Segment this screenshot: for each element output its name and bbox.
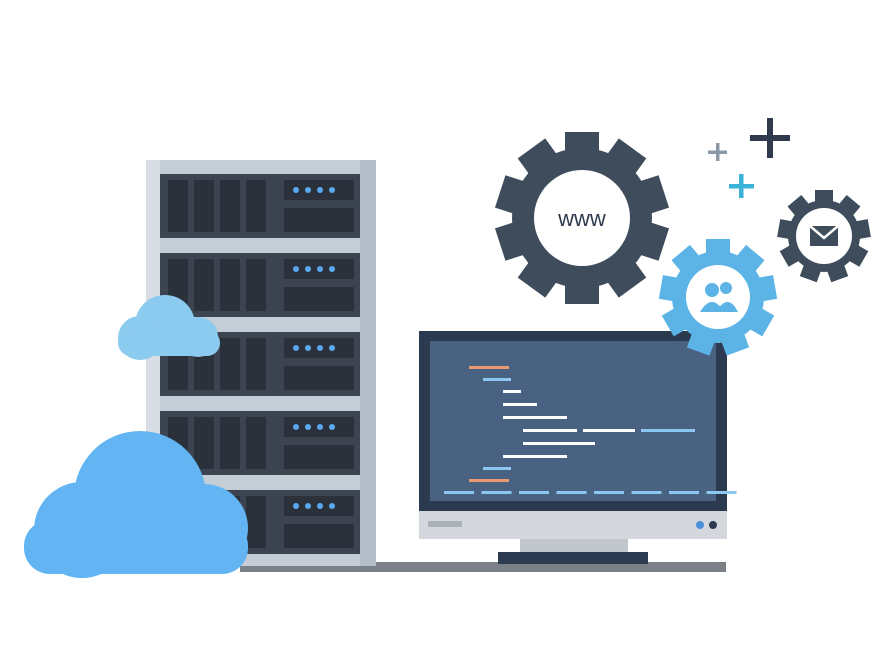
- envelope-icon: [809, 225, 839, 246]
- power-led-icon: [696, 521, 704, 529]
- www-gear-icon: www: [494, 132, 670, 304]
- users-icon: [700, 282, 738, 312]
- rack-unit: [160, 174, 360, 238]
- rack-unit: [160, 332, 360, 396]
- floor-line: [240, 562, 726, 572]
- www-label: www: [557, 206, 606, 231]
- rack-unit: [160, 253, 360, 317]
- plus-icon-small: [708, 143, 727, 161]
- code-lines: [444, 366, 737, 494]
- rack-unit: [160, 411, 360, 475]
- plus-icon-teal: [729, 174, 754, 198]
- email-gear-icon: [777, 190, 871, 283]
- monitor-icon: [419, 331, 737, 564]
- users-gear-icon: [658, 239, 778, 356]
- plus-icon-large: [750, 118, 790, 158]
- cloud-large-icon: [24, 431, 248, 578]
- cloud-small-icon: [118, 295, 220, 360]
- power-button-icon: [709, 521, 717, 529]
